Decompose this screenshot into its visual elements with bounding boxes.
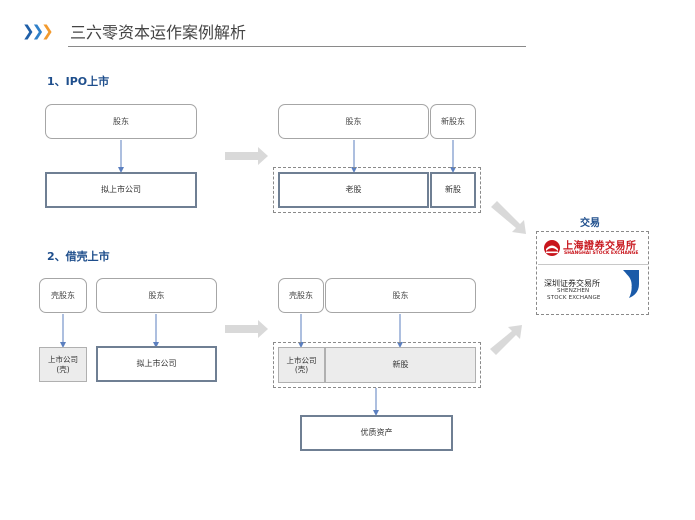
szse-name-cn: 深圳证券交易所 — [544, 279, 600, 288]
s2-shell-shareholder-box: 壳股东 — [39, 278, 87, 313]
exchange-title: 交易 — [580, 218, 600, 229]
grey-arrow-to-exchange-down — [491, 201, 526, 234]
s2-right-shareholder-box: 股东 — [325, 278, 476, 313]
s2-dashed-group — [273, 342, 481, 388]
sse-emblem-icon — [544, 240, 560, 256]
szse-logo: 深圳证券交易所 SHENZHEN STOCK EXCHANGE — [543, 268, 645, 308]
s2-company-box: 拟上市公司 — [96, 346, 217, 382]
s1-right-shareholder-box: 股东 — [278, 104, 429, 139]
grey-arrow-s2 — [225, 320, 268, 338]
grey-arrow-s1 — [225, 147, 268, 165]
section2-title: 2、借壳上市 — [47, 250, 110, 263]
sse-logo: 上海證券交易所 SHANGHAI STOCK EXCHANGE — [543, 237, 645, 261]
header-chevrons-icon: ❯❯❯ — [22, 22, 54, 40]
s1-new-shares-box: 新股 — [430, 172, 476, 208]
sse-name-en: SHANGHAI STOCK EXCHANGE — [564, 251, 639, 256]
s1-old-shares-box: 老股 — [278, 172, 429, 208]
s2-quality-assets-box: 优质资产 — [300, 415, 453, 451]
exchange-divider — [538, 264, 648, 265]
section1-title: 1、IPO上市 — [47, 75, 110, 88]
s2-right-shell-company-box: 上市公司 (壳) — [278, 347, 325, 383]
title-divider — [68, 46, 526, 47]
s2-shell-company-box: 上市公司 (壳) — [39, 347, 87, 382]
sse-name-cn: 上海證券交易所 — [563, 241, 637, 252]
s2-shareholder-box: 股东 — [96, 278, 217, 313]
s1-dashed-group — [273, 167, 481, 213]
s1-company-box: 拟上市公司 — [45, 172, 197, 208]
exchange-panel — [536, 231, 649, 315]
szse-name-en-2: STOCK EXCHANGE — [547, 295, 601, 301]
s1-new-shareholder-box: 新股东 — [430, 104, 476, 139]
page-title: 三六零资本运作案例解析 — [70, 23, 247, 42]
s1-shareholder-box: 股东 — [45, 104, 197, 139]
s2-right-shell-shareholder-box: 壳股东 — [278, 278, 324, 313]
szse-name-en-1: SHENZHEN — [557, 288, 590, 294]
szse-emblem-icon — [623, 270, 639, 298]
grey-arrow-to-exchange-up — [490, 325, 522, 355]
s2-new-shares-box: 新股 — [325, 347, 476, 383]
